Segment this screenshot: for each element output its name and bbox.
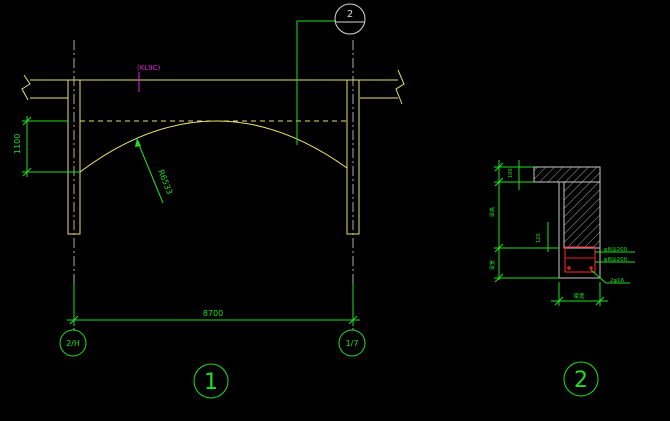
view-number-bubble-1 bbox=[193, 363, 229, 399]
axis-bubble-right bbox=[338, 329, 366, 357]
section-dim-top: 100 bbox=[508, 168, 514, 178]
section-callout-number: 2 bbox=[347, 9, 353, 20]
span-dimension: 8700 bbox=[203, 309, 223, 318]
section-slab-hatch bbox=[533, 166, 601, 249]
section-rebar-leaders bbox=[590, 251, 635, 284]
main-bar-right bbox=[589, 266, 593, 270]
rebar-label-main: 2φ16 bbox=[610, 278, 625, 284]
section-bottom-dim: 梁宽 bbox=[573, 292, 585, 300]
section-dim-upper: 梁高 bbox=[489, 207, 496, 217]
elevation-view: (KL9C) R6533 1100 8700 2/H 1/7 bbox=[13, 3, 405, 399]
break-symbol-left bbox=[21, 74, 31, 101]
rebar-label-upper: φ8@200 bbox=[604, 247, 628, 253]
view-number-bubble-2 bbox=[563, 361, 599, 397]
section-stirrup bbox=[564, 246, 596, 273]
column-left bbox=[67, 79, 81, 235]
rebar-label-lower: φ8@200 bbox=[604, 257, 628, 263]
section-bottom-dimension-lines bbox=[551, 282, 608, 306]
rise-dimension: 1100 bbox=[13, 134, 22, 154]
section-view: 100 梁高 120 梁宽 φ8@200 φ8@200 2φ16 梁宽 2 bbox=[489, 160, 635, 397]
section-dim-lower: 梁宽 bbox=[489, 260, 496, 270]
view-number-2: 2 bbox=[574, 368, 588, 393]
axis-bubble-left bbox=[59, 329, 87, 357]
section-beam-outline bbox=[558, 181, 601, 279]
rise-dimension-lines bbox=[22, 116, 80, 177]
axis-label-right: 1/7 bbox=[346, 339, 359, 348]
view-number-1: 1 bbox=[204, 370, 218, 395]
span-dimension-lines bbox=[67, 284, 360, 326]
column-right bbox=[346, 79, 360, 235]
section-callout-leader bbox=[296, 20, 336, 145]
section-dim-mid: 120 bbox=[536, 233, 542, 243]
axis-label-left: 2/H bbox=[66, 339, 80, 348]
arch-curve bbox=[79, 120, 348, 173]
radius-leader bbox=[136, 139, 164, 204]
section-callout-bubble bbox=[334, 3, 366, 35]
slab-outline bbox=[30, 79, 398, 99]
main-bar-left bbox=[567, 266, 571, 270]
break-symbol-right bbox=[395, 69, 405, 105]
radius-arrow bbox=[135, 138, 141, 147]
section-vertical-dimension-lines bbox=[494, 160, 559, 283]
beam-tag-label: (KL9C) bbox=[137, 64, 161, 72]
